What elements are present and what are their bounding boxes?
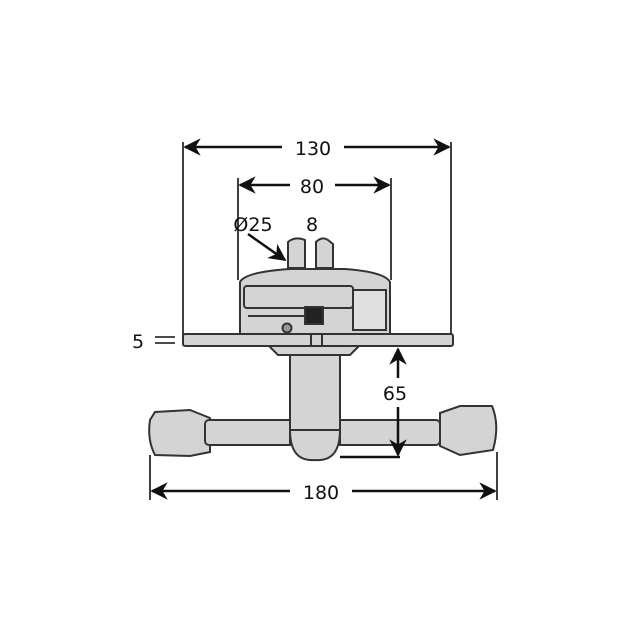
dimension-lines [150, 138, 497, 500]
handle [148, 405, 498, 458]
extension-lines [149, 142, 498, 500]
plate [182, 333, 454, 347]
dim-80-label: 80 [300, 176, 324, 198]
dim-5-label: 5 [132, 331, 144, 353]
dim-diameter-label: Ø25 [233, 214, 272, 236]
dim-130-label: 130 [295, 138, 331, 160]
stem [265, 344, 363, 462]
housing [239, 237, 391, 335]
dim-180-label: 180 [303, 482, 339, 504]
dim-65-label: 65 [383, 383, 407, 405]
dim-8-label: 8 [306, 214, 318, 236]
